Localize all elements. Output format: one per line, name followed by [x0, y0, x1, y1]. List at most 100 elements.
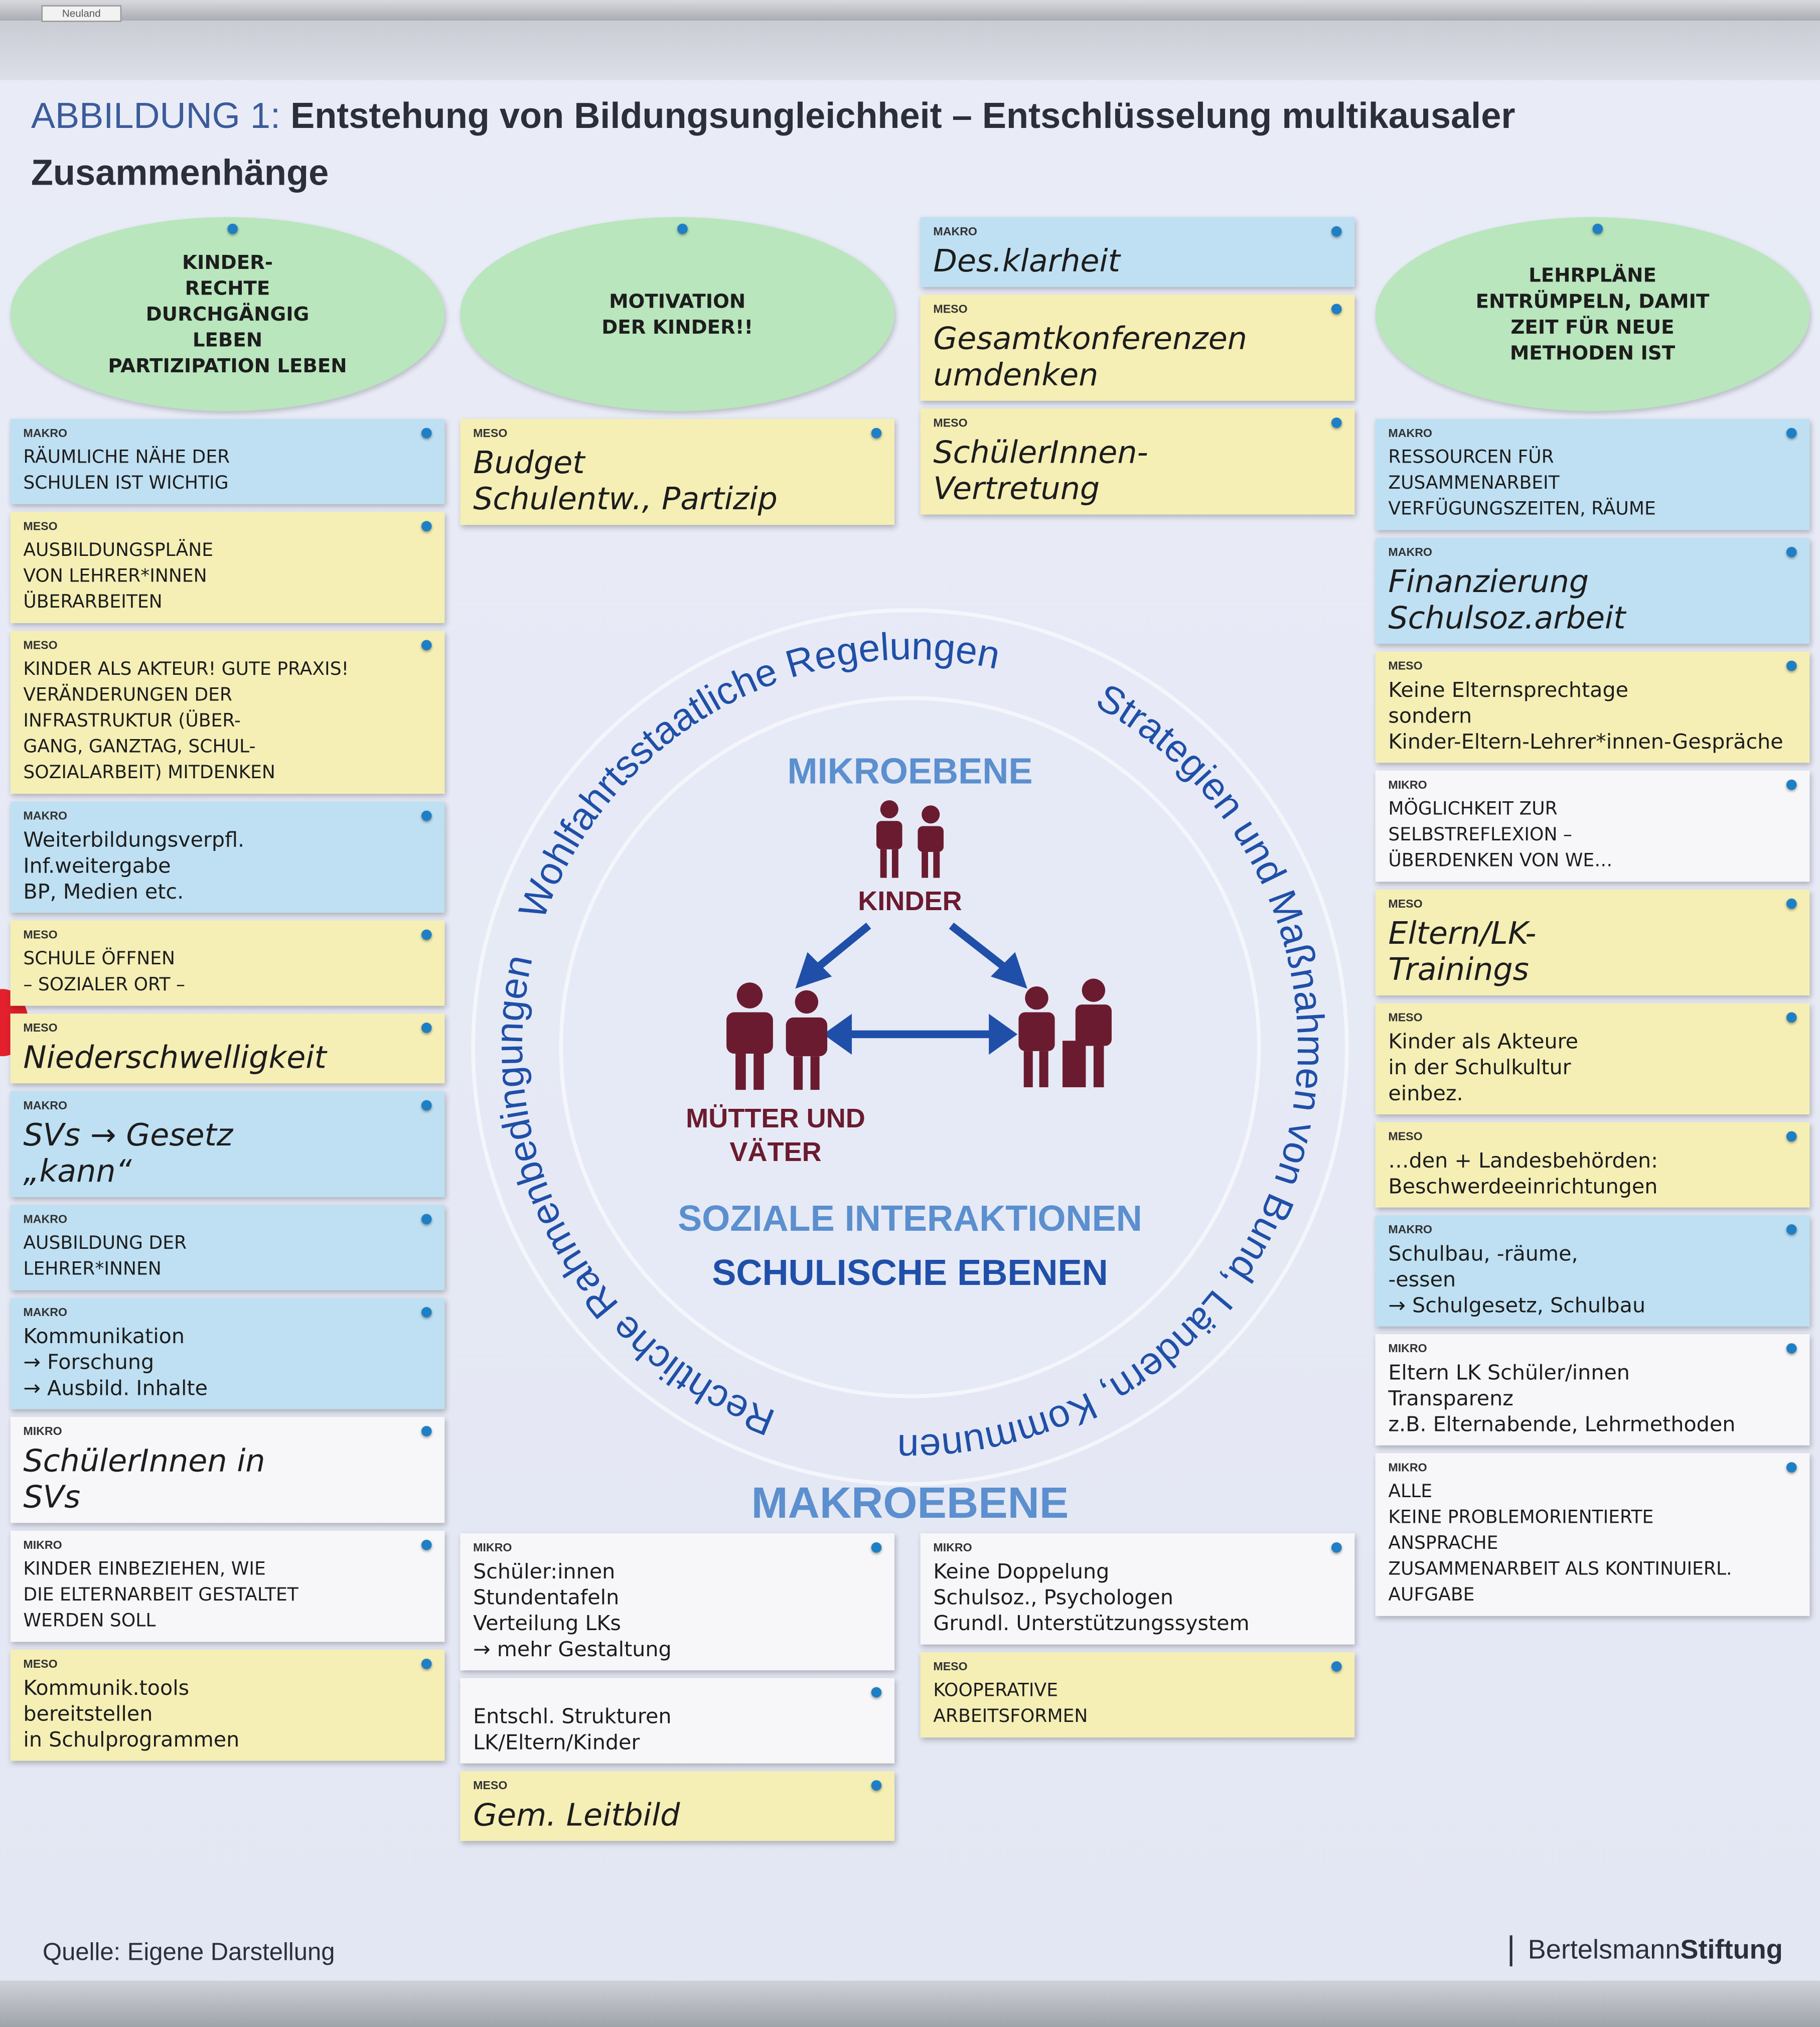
- sticky-note-makro[interactable]: MAKRORessourcen fürZusammenarbeitVerfügu…: [1375, 418, 1810, 530]
- note-text: rechte: [185, 276, 270, 300]
- note-text: Infrastruktur (Über-: [23, 711, 241, 732]
- note-level-label: MAKRO: [933, 225, 977, 238]
- note-text: Keine problemorientierte: [1388, 1507, 1654, 1528]
- note-text: Kommunikation: [23, 1324, 185, 1349]
- teacher-figures-icon: [1018, 978, 1112, 1088]
- note-text: SVs → Gesetz: [23, 1117, 233, 1153]
- inner-ring: [559, 696, 1261, 1398]
- note-text: einbez.: [1388, 1081, 1463, 1106]
- sticky-note-meso[interactable]: MESOKooperativeArbeitsformen: [920, 1652, 1355, 1738]
- sticky-note-mikro[interactable]: MIKROKinder einbeziehen, wiedie Elternar…: [10, 1530, 445, 1642]
- note-level-label: MAKRO: [23, 1212, 67, 1226]
- note-text: Schule öffnen: [23, 949, 176, 970]
- parents-figures-icon: [726, 982, 828, 1090]
- note-text: Partizipation leben: [108, 354, 347, 378]
- pin-icon: [421, 810, 432, 821]
- note-text: die Elternarbeit gestaltet: [23, 1585, 298, 1606]
- note-text: Grundl. Unterstützungssystem: [933, 1611, 1250, 1636]
- pin-icon: [1331, 304, 1342, 315]
- note-text: z.B. Elternabende, Lehrmethoden: [1388, 1411, 1736, 1436]
- sticky-note-mikro[interactable]: MIKROAlleKeine problemorientierteAnsprac…: [1375, 1453, 1810, 1616]
- flipchart-frame: [0, 0, 1820, 21]
- note-text: Alle: [1388, 1481, 1433, 1503]
- note-text: Selbstreflexion –: [1388, 824, 1572, 846]
- pin-icon: [421, 1100, 432, 1111]
- note-text: umdenken: [933, 357, 1099, 393]
- note-level-label: MIKRO: [473, 1541, 512, 1554]
- note-text: Schulsoz.arbeit: [1388, 600, 1626, 636]
- note-text: überarbeiten: [23, 592, 163, 613]
- note-level-label: MESO: [933, 1660, 968, 1673]
- note-text: Eltern LK Schüler/innen: [1388, 1360, 1630, 1385]
- oval-note[interactable]: Motivationder Kinder!!: [460, 217, 895, 411]
- note-level-label: MIKRO: [1388, 1461, 1427, 1474]
- sticky-note-meso[interactable]: MESOSchule öffnen– sozialer Ort –: [10, 920, 445, 1006]
- note-text: entrümpeln, damit: [1475, 289, 1710, 313]
- pin-icon: [421, 640, 432, 651]
- note-text: Vertretung: [933, 470, 1100, 507]
- sticky-note-meso[interactable]: MESOAusbildungsplänevon Lehrer*innenüber…: [10, 512, 445, 623]
- sticky-note-makro[interactable]: MAKROAusbildung derLehrer*innen: [10, 1205, 445, 1290]
- brand-bold: Stiftung: [1680, 1935, 1783, 1965]
- pin-icon: [1786, 1462, 1797, 1473]
- note-text: Schulsoz., Psychologen: [933, 1585, 1173, 1610]
- note-text: der Kinder!!: [601, 315, 753, 339]
- note-level-label: MESO: [933, 302, 968, 316]
- note-text: Verfügungszeiten, Räume: [1388, 499, 1656, 520]
- note-text: Verteilung LKs: [473, 1611, 621, 1636]
- pin-icon: [1786, 898, 1797, 909]
- pin-icon: [1786, 1343, 1797, 1354]
- note-level-label: MIKRO: [1388, 778, 1427, 791]
- note-text: Kinder als Akteure: [1388, 1029, 1579, 1054]
- pin-icon: [1786, 427, 1797, 439]
- note-level-label: MIKRO: [1388, 1342, 1427, 1355]
- pin-icon: [421, 521, 432, 532]
- note-text: Räumliche Nähe der: [23, 447, 230, 468]
- note-text: Lehrer*innen: [23, 1259, 162, 1280]
- outer-ring: [471, 608, 1349, 1486]
- sticky-note-meso[interactable]: MESO…den + Landesbehörden:Beschwerdeeinr…: [1375, 1122, 1810, 1208]
- note-level-label: MESO: [1388, 659, 1423, 672]
- note-text: Ressourcen für: [1388, 447, 1554, 468]
- note-text: gang, Ganztag, Schul-: [23, 737, 256, 758]
- note-level-label: MAKRO: [1388, 545, 1432, 559]
- note-text: Arbeitsformen: [933, 1706, 1088, 1727]
- note-text: Keine Doppelung: [933, 1559, 1110, 1584]
- note-text: Methoden ist: [1509, 341, 1676, 365]
- oval-note[interactable]: Kinder-rechtedurchgängiglebenPartizipati…: [10, 217, 445, 411]
- brand-logo: BertelsmannStiftung: [1509, 1935, 1783, 1967]
- note-text: Transparenz: [1388, 1386, 1513, 1411]
- parents-label-line1: MÜTTER UND: [686, 1103, 865, 1133]
- sticky-note-makro[interactable]: MAKRORäumliche Nähe derSchulen ist wicht…: [10, 418, 445, 504]
- sticky-note-mikro[interactable]: MIKROMöglichkeit zurSelbstreflexion –Übe…: [1375, 770, 1810, 882]
- note-level-label: MAKRO: [1388, 1223, 1432, 1236]
- note-text: Lehrpläne: [1529, 263, 1656, 287]
- pin-icon: [871, 1780, 882, 1791]
- oval-note[interactable]: Lehrpläneentrümpeln, damitZeit für neueM…: [1375, 217, 1810, 411]
- note-level-label: MESO: [1388, 897, 1423, 910]
- note-level-label: MIKRO: [933, 1541, 972, 1554]
- pin-icon: [1786, 1012, 1797, 1023]
